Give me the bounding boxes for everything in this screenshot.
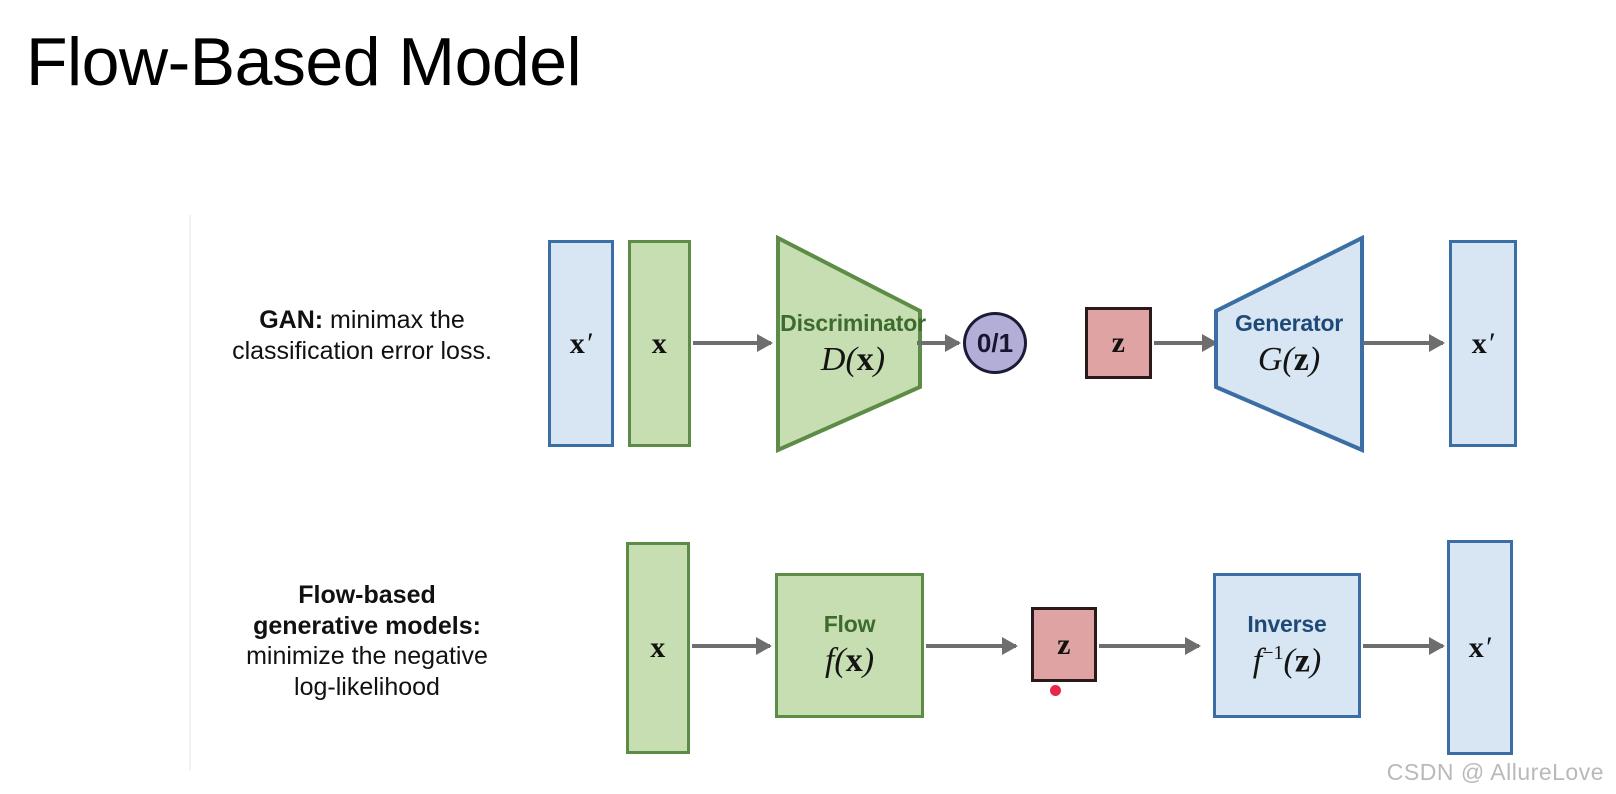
arrow-x-to-discriminator: [693, 341, 771, 345]
figure-left-edge: [189, 215, 191, 770]
discriminator-shape: Discriminator D(x): [775, 235, 926, 453]
inverse-block: Inverse f−1(z): [1213, 573, 1361, 718]
gan-latent-z-block: z: [1085, 307, 1152, 379]
arrow-inverse-to-xprime: [1363, 644, 1443, 648]
caption-flow-line3: minimize the negative: [246, 642, 488, 670]
caption-flow: Flow-based generative models: minimize t…: [207, 580, 527, 702]
caption-flow-line2: generative models:: [253, 611, 481, 640]
gan-latent-z-label: z: [1111, 326, 1126, 359]
gan-input-xprime-block: x′: [548, 240, 614, 447]
gan-output-circle: 0/1: [963, 312, 1027, 374]
generator-shape: Generator G(z): [1213, 235, 1365, 453]
arrow-flow-to-z: [926, 644, 1016, 648]
gan-output-label: 0/1: [976, 327, 1014, 358]
gan-output-xprime-block: x′: [1449, 240, 1517, 447]
caption-gan-rest: minimax the classification error loss.: [232, 306, 492, 365]
flow-title: Flow: [823, 611, 876, 637]
watermark: CSDN @ AllureLove: [1386, 759, 1604, 785]
flow-latent-z-block: z: [1031, 607, 1097, 682]
caption-flow-line1: Flow-based: [298, 581, 436, 609]
arrow-x-to-flow: [692, 644, 770, 648]
page-title: Flow-Based Model: [26, 24, 582, 100]
flow-block: Flow f(x): [775, 573, 924, 718]
discriminator-trapezoid-svg: [776, 235, 922, 453]
inverse-formula: f−1(z): [1252, 641, 1322, 680]
diagram-figure: GAN: minimax the classification error lo…: [189, 185, 1569, 770]
caption-flow-line4: log-likelihood: [294, 672, 440, 701]
gan-output-xprime-label: x′: [1471, 326, 1495, 360]
arrow-z-to-inverse: [1099, 644, 1199, 648]
gan-input-x-block: x: [628, 240, 691, 447]
caption-gan: GAN: minimax the classification error lo…: [197, 305, 527, 366]
inverse-title: Inverse: [1247, 610, 1327, 637]
gan-input-x-label: x: [651, 326, 668, 360]
gan-input-xprime-label: x′: [569, 326, 593, 360]
flow-output-xprime-label: x′: [1468, 630, 1492, 664]
caption-gan-bold: GAN:: [259, 306, 324, 334]
arrow-z-to-generator: [1154, 341, 1216, 345]
flow-input-x-block: x: [626, 542, 690, 754]
flow-input-x-label: x: [650, 631, 666, 664]
cursor-dot: [1050, 685, 1061, 696]
flow-latent-z-label: z: [1057, 627, 1071, 661]
flow-formula: f(x): [824, 642, 875, 679]
arrow-discriminator-to-output: [917, 341, 959, 345]
generator-trapezoid-svg: [1214, 235, 1364, 453]
arrow-generator-to-xprime: [1363, 341, 1443, 345]
flow-output-xprime-block: x′: [1447, 540, 1513, 755]
